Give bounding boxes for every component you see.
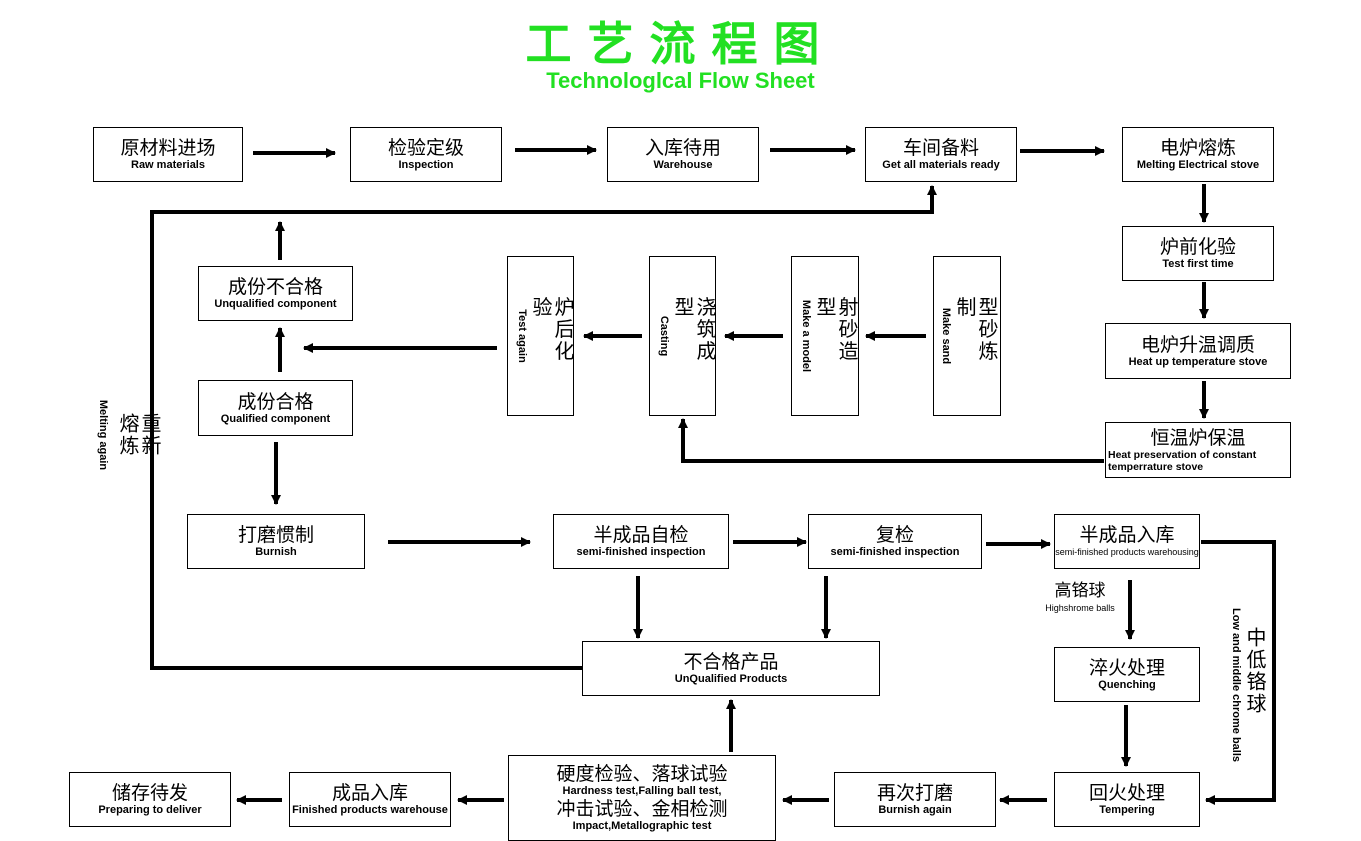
step-preparing-deliver: 储存待发 Preparing to deliver [69,772,231,827]
step-cn: 回火处理 [1088,782,1165,804]
step-en: Tempering [1099,804,1155,816]
step-cn: 再次打磨 [876,782,953,804]
step-en: Preparing to deliver [98,804,202,816]
step-qualified-component: 成份合格 Qualified component [198,380,353,436]
step-inspection: 检验定级 Inspection [350,127,502,182]
step-reinspection: 复检 semi-finished inspection [808,514,982,569]
arrow [678,418,1104,463]
step-cn: 车间备料 [902,137,979,159]
step-finished-warehouse: 成品入库 Finished products warehouse [289,772,451,827]
label-en: Low and middle chrome balls [1230,607,1242,763]
diagram-subtitle: Technologlcal Flow Sheet [546,68,815,93]
step-cn: 电炉升温调质 [1140,333,1255,356]
tests-en-2: Impact,Metallographic test [572,820,712,832]
label-cn: 中低铬球 [1243,627,1267,715]
step-en: Burnish [255,546,297,558]
step-cn: 型砂炼制 [953,296,999,363]
step-get-materials: 车间备料 Get all materials ready [865,127,1017,182]
step-cn: 成份合格 [237,390,314,413]
step-en: Warehouse [653,159,713,171]
step-semi-inspection: 半成品自检 semi-finished inspection [553,514,729,569]
step-semi-warehousing: 半成品入库 semi-finished products warehousing [1054,514,1200,569]
step-en: Unqualified component [214,298,337,310]
low-middle-chrome-label: 中低铬球 Low and middle chrome balls [1228,595,1273,785]
arrow [1201,540,1276,805]
step-en: semi-finished inspection [830,546,960,558]
tests-cn-1: 硬度检验、落球试验 [556,763,728,785]
step-en: semi-finished inspection [576,546,706,558]
step-unqualified-component: 成份不合格 Unqualified component [198,266,353,321]
step-test-first: 炉前化验 Test first time [1122,226,1274,281]
step-make-sand: 型砂炼制 Make sand [933,256,1001,416]
step-cn: 炉后化验 [529,296,575,363]
tests-en-1: Hardness test,Falling ball test, [562,785,722,797]
step-en: Raw materials [131,159,205,171]
high-chrome-label: 高铬球 Highshrome balls [1030,580,1130,615]
step-cn: 恒温炉保温 [1150,427,1246,449]
step-cn: 打磨惯制 [237,524,314,546]
step-cn: 成份不合格 [227,276,323,298]
step-make-model: 射砂造型 Make a model [791,256,859,416]
step-en: Finished products warehouse [292,804,448,816]
step-en: Melting Electrical stove [1136,159,1260,171]
step-en: Burnish again [878,804,952,816]
step-quality-tests: 硬度检验、落球试验 Hardness test,Falling ball tes… [508,755,776,841]
step-en: Casting [658,315,670,357]
step-en: UnQualified Products [674,673,788,685]
step-cn: 成品入库 [331,782,408,804]
tests-cn-2: 冲击试验、金相检测 [556,798,728,820]
step-melting: 电炉熔炼 Melting Electrical stove [1122,127,1274,182]
label-en: Melting again [97,399,109,471]
step-casting: 浇筑成型 Casting [649,256,717,416]
label-cn: 高铬球 [1054,581,1106,601]
step-cn: 浇筑成型 [671,296,717,363]
step-en: semi-finished products warehousing [1055,547,1199,557]
step-cn: 入库待用 [644,137,721,159]
step-cn: 储存待发 [111,782,188,804]
label-en: Highshrome balls [1045,603,1115,613]
step-burnish: 打磨惯制 Burnish [187,514,365,569]
step-en: Make a model [800,299,812,373]
label-cn: 重新熔炼 [116,413,162,457]
step-burnish-again: 再次打磨 Burnish again [834,772,996,827]
step-raw-materials: 原材料进场 Raw materials [93,127,243,182]
melting-again-label: 重新熔炼 Melting again [95,385,162,485]
step-cn: 炉前化验 [1159,236,1236,258]
arrow [150,185,937,670]
step-en: Qualified component [220,412,331,425]
step-en: Inspection [398,159,454,171]
step-en: Make sand [940,307,952,365]
step-cn: 半成品自检 [593,524,689,546]
step-warehouse: 入库待用 Warehouse [607,127,759,182]
step-cn: 电炉熔炼 [1159,137,1236,159]
step-tempering: 回火处理 Tempering [1054,772,1200,827]
step-test-again: 炉后化验 Test again [507,256,575,416]
step-en: Heat preservation of constant temperratu… [1108,449,1257,473]
step-en: Quenching [1098,679,1156,691]
step-cn: 半成品入库 [1079,524,1175,546]
step-cn: 淬火处理 [1088,657,1165,679]
step-cn: 射砂造型 [813,296,859,363]
step-en: Heat up temperature stove [1128,355,1268,368]
step-cn: 检验定级 [387,137,464,159]
step-heat-up: 电炉升温调质 Heat up temperature stove [1105,323,1291,379]
step-cn: 原材料进场 [120,137,216,159]
step-cn: 不合格产品 [683,651,779,673]
step-en: Test first time [1162,258,1234,270]
step-heat-preservation: 恒温炉保温 Heat preservation of constant temp… [1105,422,1291,478]
step-cn: 复检 [875,524,914,546]
step-unqualified-products: 不合格产品 UnQualified Products [582,641,880,696]
diagram-title: 工艺流程图 [525,17,836,71]
step-en: Test again [516,309,528,363]
step-en: Get all materials ready [882,159,1000,171]
step-quenching: 淬火处理 Quenching [1054,647,1200,702]
